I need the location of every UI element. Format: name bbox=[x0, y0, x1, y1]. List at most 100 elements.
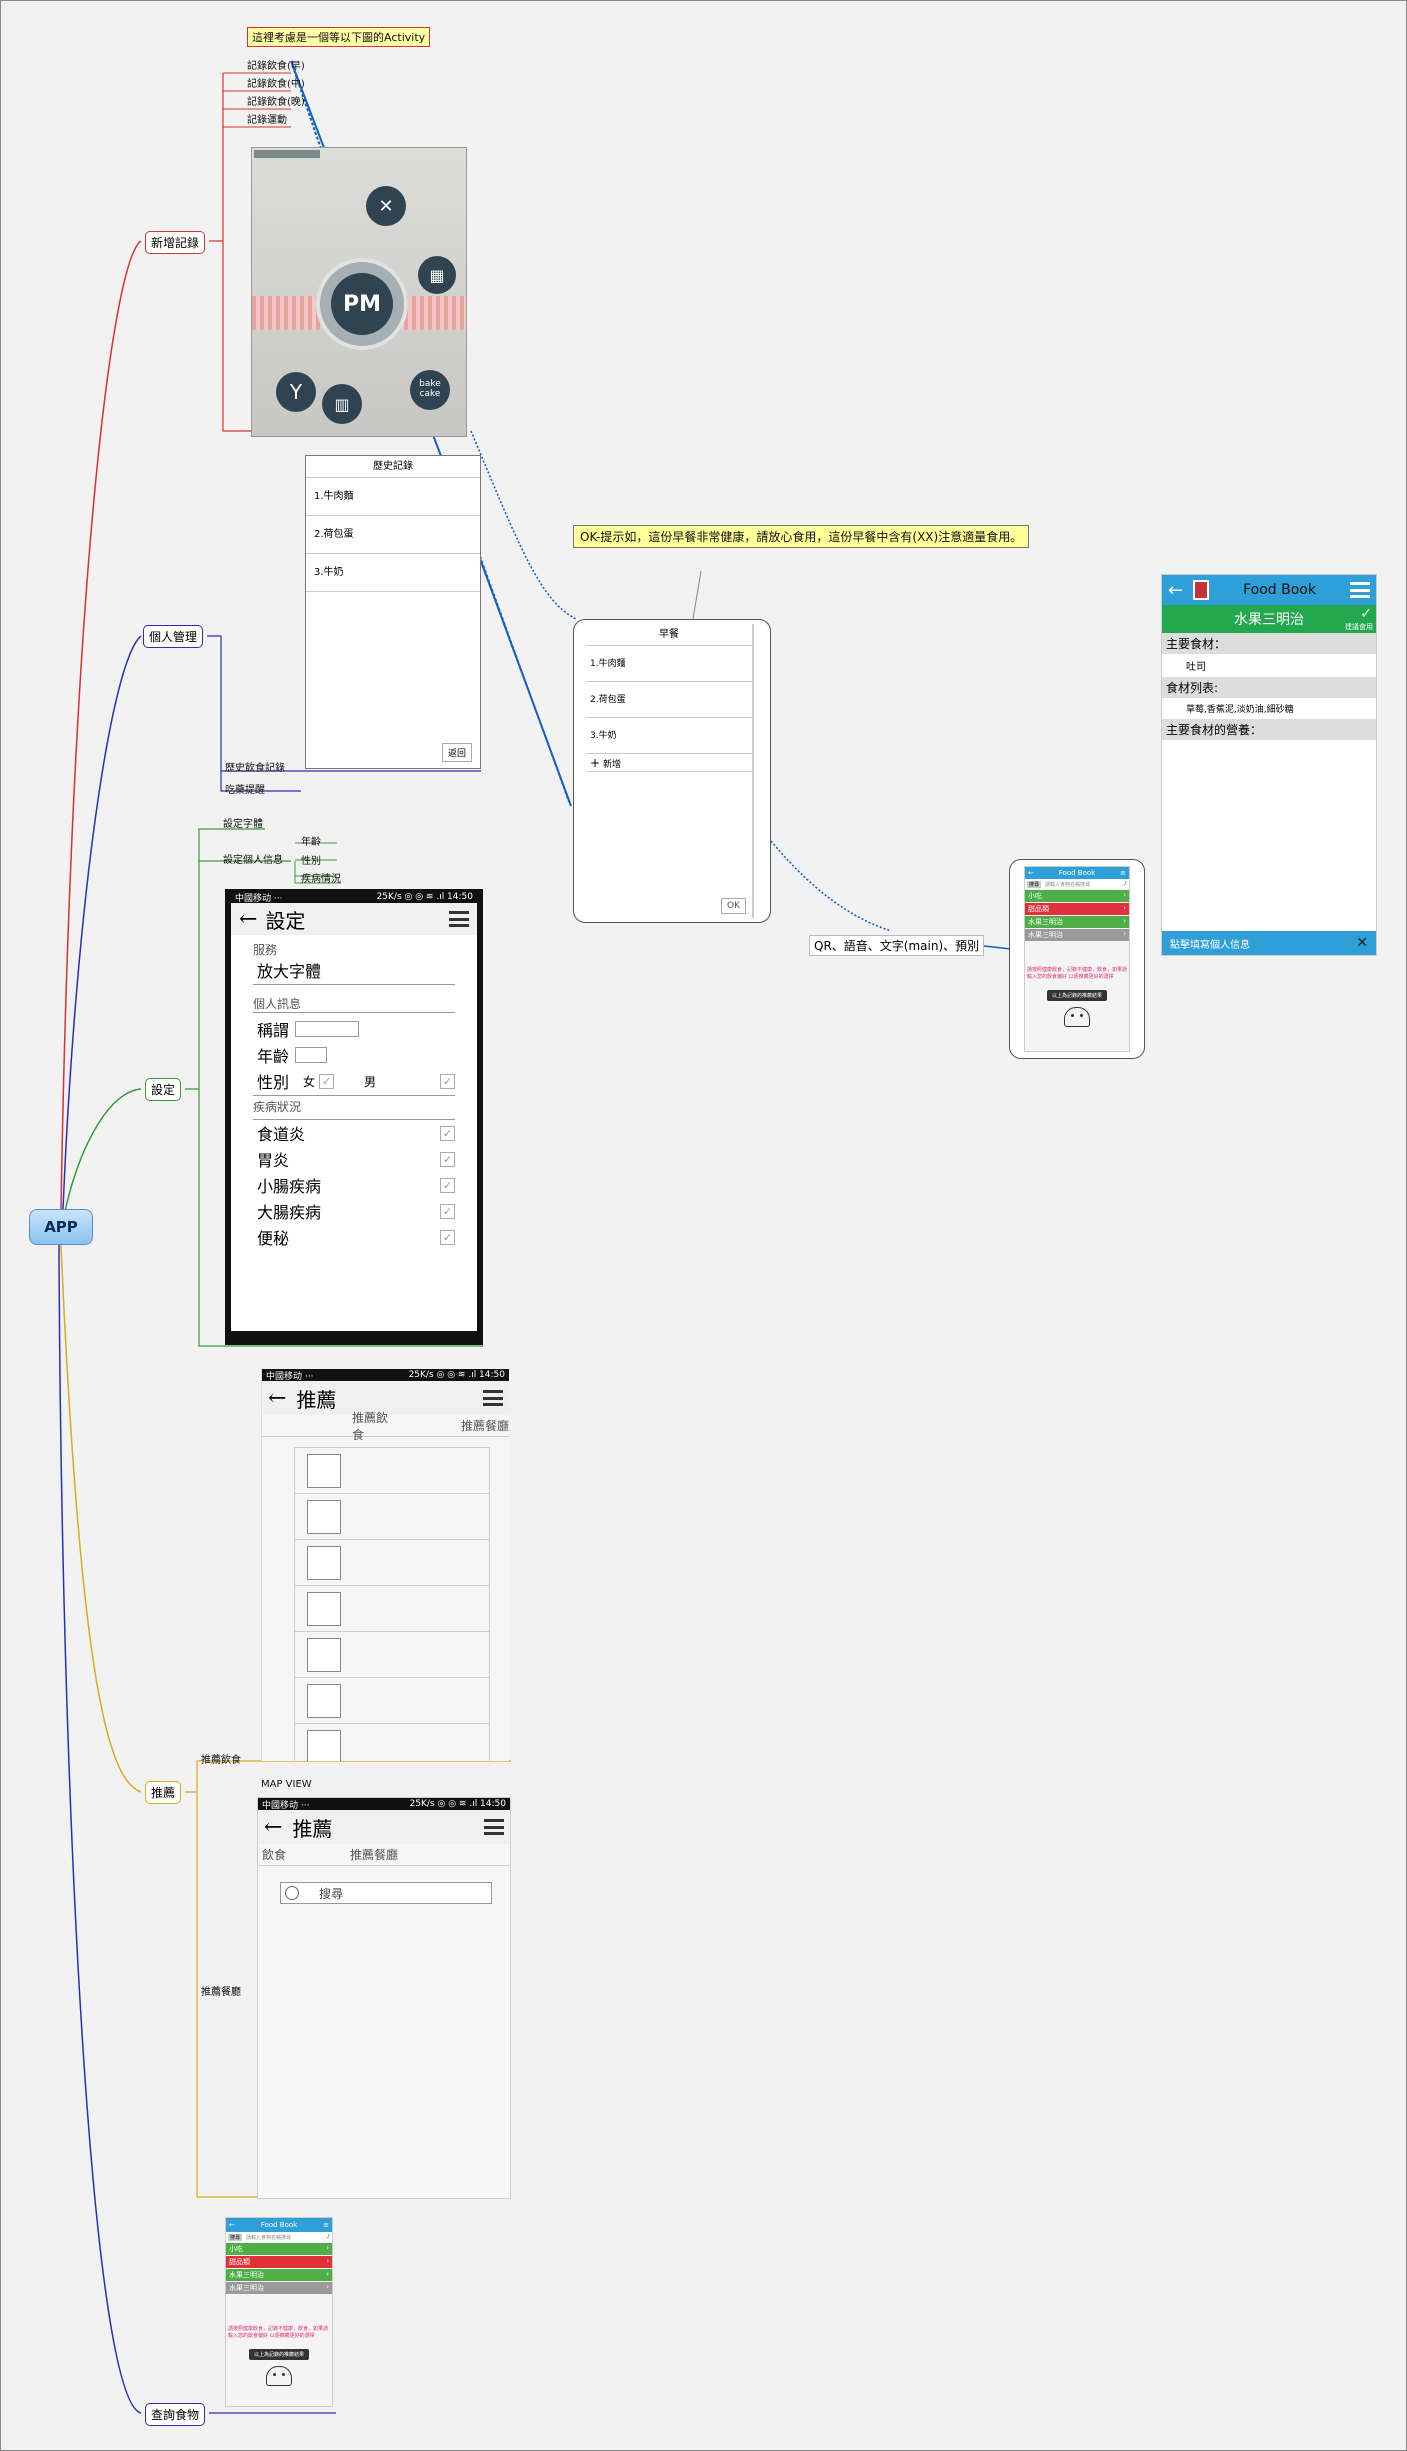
male-checkbox[interactable]: ✓ bbox=[440, 1073, 455, 1089]
male-label: 男 bbox=[364, 1074, 377, 1089]
history-screen: 歷史記錄 1.牛肉麵 2.荷包蛋 3.牛奶 返回 bbox=[305, 455, 481, 769]
query-foodbook-title: Food Book bbox=[260, 2221, 298, 2229]
info-item-disease[interactable]: 疾病情況 bbox=[301, 874, 341, 885]
ingredient-list-header: 食材列表: bbox=[1162, 677, 1376, 698]
personal-item-medicine[interactable]: 吃藥提醒 bbox=[225, 785, 265, 796]
disease-checkbox[interactable]: ✓ bbox=[440, 1229, 455, 1245]
disease-row[interactable]: 小腸疾病✓ bbox=[253, 1172, 455, 1198]
food-category-row[interactable]: 水果三明治› bbox=[1025, 929, 1129, 941]
disease-checkbox[interactable]: ✓ bbox=[440, 1151, 455, 1167]
add-item-button[interactable]: + 新增 bbox=[586, 754, 752, 772]
menu-icon[interactable] bbox=[483, 1390, 503, 1406]
mic-icon[interactable]: ♪ bbox=[1123, 881, 1127, 887]
result-button[interactable]: 以上為記錄的推薦結果 bbox=[249, 2349, 309, 2360]
branch-query[interactable]: 查詢食物 bbox=[145, 2403, 206, 2426]
disease-row[interactable]: 胃炎✓ bbox=[253, 1146, 455, 1172]
personal-info-footer[interactable]: 點擊填寫個人信息 ✕ bbox=[1162, 931, 1376, 955]
back-arrow-icon[interactable]: ← bbox=[264, 1814, 283, 1840]
food-row[interactable] bbox=[295, 1724, 489, 1761]
result-button[interactable]: 以上為記錄的推薦結果 bbox=[1047, 990, 1107, 1001]
food-category-row[interactable]: 水果三明治› bbox=[1025, 916, 1129, 928]
menu-icon[interactable] bbox=[449, 911, 469, 927]
food-category-row[interactable]: 水果三明治› bbox=[226, 2269, 332, 2281]
disease-checkbox[interactable]: ✓ bbox=[440, 1125, 455, 1141]
food-category-label: 小吃 bbox=[1028, 892, 1042, 900]
branch-settings[interactable]: 設定 bbox=[145, 1078, 182, 1101]
disease-row[interactable]: 便秘✓ bbox=[253, 1224, 455, 1250]
menu-icon[interactable] bbox=[484, 1819, 504, 1835]
history-item[interactable]: 1.牛肉麵 bbox=[306, 478, 480, 516]
food-category-row[interactable]: 水果三明治› bbox=[226, 2282, 332, 2294]
food-row[interactable] bbox=[295, 1678, 489, 1724]
breakfast-callout: OK-提示如，這份早餐非常健康，請放心食用，這份早餐中含有(XX)注意適量食用。 bbox=[573, 525, 1030, 548]
food-category-row[interactable]: 小吃› bbox=[226, 2243, 332, 2255]
recommend-food-screen: 中國移动 ···25K/s ◎ ◎ ≋ .ıl 14:50 ← 推薦 推薦飲食 … bbox=[261, 1369, 509, 1761]
food-row[interactable] bbox=[295, 1540, 489, 1586]
font-option[interactable]: 放大字體 bbox=[253, 958, 455, 985]
mic-icon[interactable]: ♪ bbox=[326, 2234, 330, 2240]
back-arrow-icon[interactable]: ← bbox=[268, 1385, 287, 1411]
disease-row[interactable]: 食道炎✓ bbox=[253, 1120, 455, 1146]
female-checkbox[interactable]: ✓ bbox=[319, 1073, 335, 1089]
settings-item-font[interactable]: 設定字體 bbox=[223, 819, 263, 830]
food-row[interactable] bbox=[295, 1632, 489, 1678]
search-input[interactable]: 搜尋 bbox=[280, 1882, 492, 1904]
back-arrow-icon[interactable]: ← bbox=[239, 906, 258, 932]
disease-checkbox[interactable]: ✓ bbox=[440, 1177, 455, 1193]
personal-item-history[interactable]: 歷史飲食記錄 bbox=[225, 763, 285, 774]
recommend-item-restaurant[interactable]: 推薦餐廳 bbox=[201, 1987, 241, 1998]
food-row[interactable] bbox=[295, 1448, 489, 1494]
settings-item-info[interactable]: 設定個人信息 bbox=[223, 855, 283, 866]
search-input[interactable]: 請輸入食物名稱搜尋 bbox=[246, 2234, 292, 2241]
food-row[interactable] bbox=[295, 1494, 489, 1540]
back-arrow-icon[interactable]: ← bbox=[1028, 869, 1034, 877]
name-input[interactable] bbox=[295, 1021, 359, 1037]
info-item-age[interactable]: 年齡 bbox=[301, 837, 321, 848]
search-tag: 搜尋 bbox=[228, 2233, 243, 2241]
back-button[interactable]: 返回 bbox=[441, 743, 472, 762]
pink-hint: 請按照健康飲食，記錄不健康，飲食，如果請輸入您的飲食偏好 以便推薦更好的選擇 bbox=[1027, 967, 1128, 980]
breakfast-item[interactable]: 3.牛奶 bbox=[586, 718, 752, 754]
ok-button[interactable]: OK bbox=[721, 898, 746, 914]
menu-icon[interactable] bbox=[1350, 582, 1370, 598]
tab-recommend-restaurant[interactable]: 推薦餐廳 bbox=[350, 1848, 399, 1862]
chevron-right-icon: › bbox=[326, 2244, 329, 2252]
menu-icon[interactable]: ≡ bbox=[1120, 869, 1126, 877]
search-input[interactable]: 請輸入食物名稱搜尋 bbox=[1045, 881, 1091, 888]
add-record-item-dinner[interactable]: 記錄飲食(晚) bbox=[247, 97, 305, 108]
root-node[interactable]: APP bbox=[29, 1209, 93, 1245]
add-record-item-exercise[interactable]: 記錄運動 bbox=[247, 115, 287, 126]
branch-recommend[interactable]: 推薦 bbox=[145, 1781, 182, 1804]
tab-food[interactable]: 飲食 bbox=[262, 1848, 287, 1862]
info-item-gender[interactable]: 性別 bbox=[301, 856, 321, 867]
age-input[interactable] bbox=[295, 1047, 327, 1063]
food-category-row[interactable]: 小吃› bbox=[1025, 890, 1129, 902]
add-record-item-lunch[interactable]: 記錄飲食(中) bbox=[247, 79, 305, 90]
close-icon[interactable]: ✕ bbox=[1356, 935, 1368, 951]
recommend-item-food[interactable]: 推薦飲食 bbox=[201, 1755, 241, 1766]
food-thumb-icon bbox=[307, 1730, 341, 1761]
breakfast-item[interactable]: 2.荷包蛋 bbox=[586, 682, 752, 718]
breakfast-item[interactable]: 1.牛肉麵 bbox=[586, 646, 752, 682]
branch-personal[interactable]: 個人管理 bbox=[143, 625, 204, 648]
back-arrow-icon[interactable]: ← bbox=[1168, 579, 1184, 601]
menu-icon[interactable]: ≡ bbox=[323, 2221, 329, 2229]
back-arrow-icon[interactable]: ← bbox=[229, 2221, 235, 2229]
check-icon[interactable]: ✓ bbox=[1360, 606, 1372, 622]
food-category-row[interactable]: 甜品類› bbox=[226, 2256, 332, 2268]
tab-recommend-food[interactable]: 推薦飲食 bbox=[352, 1410, 389, 1442]
food-category-label: 水果三明治 bbox=[229, 2284, 264, 2292]
disease-row[interactable]: 大腸疾病✓ bbox=[253, 1198, 455, 1224]
branch-add-record[interactable]: 新增記錄 bbox=[145, 231, 206, 254]
name-label: 稱謂 bbox=[257, 1021, 290, 1040]
food-category-row[interactable]: 甜品類› bbox=[1025, 903, 1129, 915]
history-item[interactable]: 3.牛奶 bbox=[306, 554, 480, 592]
disease-checkbox[interactable]: ✓ bbox=[440, 1203, 455, 1219]
food-row[interactable] bbox=[295, 1586, 489, 1632]
clock-center: PM bbox=[331, 273, 393, 335]
tab-recommend-restaurant[interactable]: 推薦餐廳 bbox=[460, 1419, 509, 1433]
history-item[interactable]: 2.荷包蛋 bbox=[306, 516, 480, 554]
add-record-item-breakfast[interactable]: 記錄飲食(早) bbox=[247, 61, 305, 72]
food-category-label: 水果三明治 bbox=[1028, 918, 1063, 926]
status-right: 25K/s ◎ ◎ ≋ .ıl 14:50 bbox=[376, 892, 473, 902]
